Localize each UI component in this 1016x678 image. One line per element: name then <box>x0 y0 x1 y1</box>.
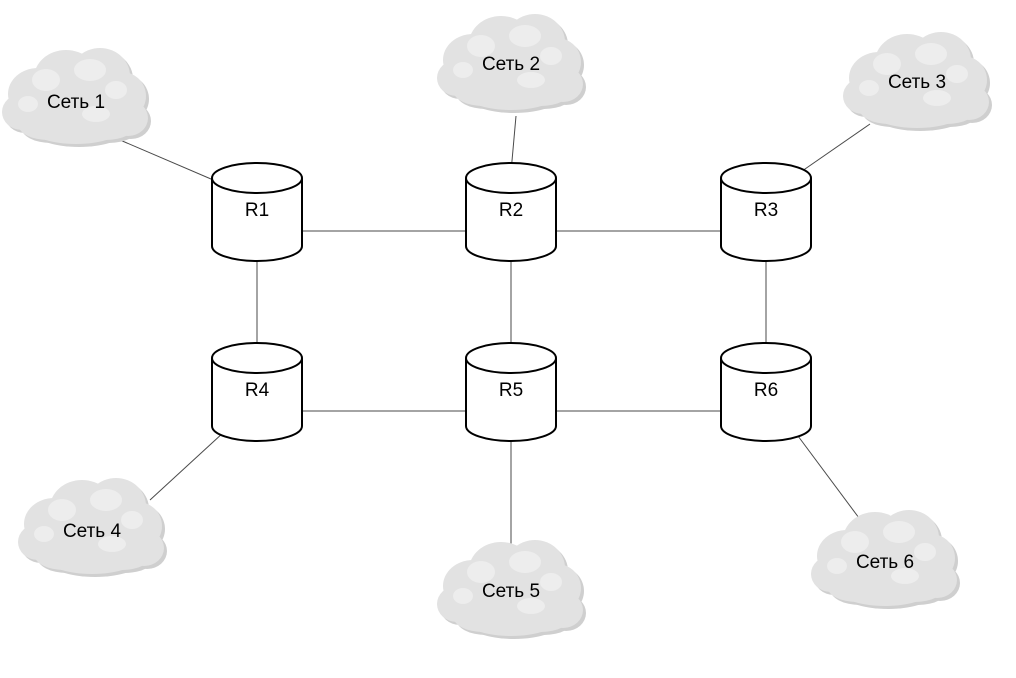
router-r6: R6 <box>720 342 812 442</box>
router-cylinder-icon <box>211 162 303 262</box>
router-top-rim <box>211 357 303 374</box>
router-cylinder-icon <box>720 342 812 442</box>
router-r3: R3 <box>720 162 812 262</box>
link-n3-r3 <box>791 123 871 179</box>
router-r1: R1 <box>211 162 303 262</box>
router-label: R5 <box>499 380 523 401</box>
cloud-texture <box>453 25 562 88</box>
network-label: Сеть 1 <box>47 92 105 113</box>
router-cylinder-icon <box>465 162 557 262</box>
network-label: Сеть 2 <box>482 54 540 75</box>
router-cylinder-icon <box>720 162 812 262</box>
network-cloud-6: Сеть 6 <box>811 510 960 609</box>
router-top-rim <box>211 177 303 194</box>
links-layer <box>119 115 871 548</box>
network-label: Сеть 4 <box>63 521 122 542</box>
router-r2: R2 <box>465 162 557 262</box>
networks-layer: Сеть 1 Сеть 2 Сеть 3 Сеть 4 Сеть 5 Сеть 6 <box>2 14 992 639</box>
network-cloud-1: Сеть 1 <box>2 48 151 147</box>
router-label: R2 <box>499 200 523 221</box>
network-label: Сеть 6 <box>856 552 914 573</box>
network-cloud-5: Сеть 5 <box>437 540 586 639</box>
router-label: R4 <box>245 380 270 401</box>
router-r5: R5 <box>465 342 557 442</box>
router-cylinder-icon <box>465 342 557 442</box>
cloud-texture <box>34 489 143 552</box>
link-n4-r4 <box>149 431 225 501</box>
router-label: R6 <box>754 380 778 401</box>
cloud-texture <box>453 551 562 614</box>
network-label: Сеть 5 <box>482 581 540 602</box>
router-r4: R4 <box>211 342 303 442</box>
network-label: Сеть 3 <box>888 72 946 93</box>
router-top-rim <box>465 177 557 194</box>
router-top-rim <box>465 357 557 374</box>
network-cloud-2: Сеть 2 <box>437 14 586 113</box>
network-cloud-4: Сеть 4 <box>18 478 167 577</box>
cloud-texture <box>859 43 968 106</box>
cloud-texture <box>827 521 936 584</box>
link-n6-r6 <box>797 435 863 523</box>
router-top-rim <box>720 177 812 194</box>
network-cloud-3: Сеть 3 <box>843 32 992 131</box>
router-label: R1 <box>245 200 269 221</box>
router-top-rim <box>720 357 812 374</box>
link-n1-r1 <box>119 139 219 183</box>
cloud-texture <box>18 59 127 122</box>
router-label: R3 <box>754 200 778 221</box>
router-cylinder-icon <box>211 342 303 442</box>
